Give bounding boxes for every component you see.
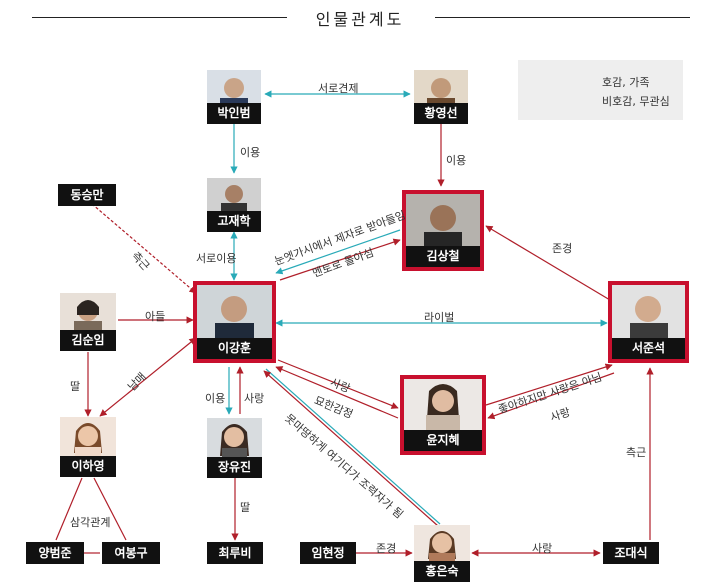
person-yang-beomjun[interactable]: 양범준 xyxy=(26,542,84,564)
title-rule-left xyxy=(32,17,287,18)
edge-hong-lee-cyan xyxy=(265,368,441,525)
edge-label-respect-seo-kim: 존경 xyxy=(552,242,573,255)
edge-label-aide-jo: 측근 xyxy=(626,446,647,459)
person-lee-ganghun[interactable]: 이강훈 xyxy=(193,281,276,363)
name-label: 장유진 xyxy=(207,457,262,478)
person-yeo-bonggu[interactable]: 여봉구 xyxy=(102,542,160,564)
name-label: 홍은숙 xyxy=(414,561,470,582)
edge-yun-lee-curious xyxy=(275,366,399,419)
edge-seo-kim xyxy=(485,225,611,301)
portrait-image xyxy=(406,194,480,246)
name-label: 황영선 xyxy=(414,103,468,124)
person-park-inbeom[interactable]: 박인범 xyxy=(207,70,261,124)
edge-hong-lee-red xyxy=(263,370,439,527)
person-kim-sangcheol[interactable]: 김상철 xyxy=(402,190,484,271)
name-label: 서준석 xyxy=(612,338,685,359)
name-label: 김상철 xyxy=(406,246,480,267)
edge-label-love-jang-lee: 사랑 xyxy=(244,392,265,405)
title-rule-right xyxy=(435,17,690,18)
name-label: 김순임 xyxy=(60,330,116,351)
legend-favor-label: 호감, 가족 xyxy=(602,76,650,89)
edge-lee-yun-love xyxy=(277,359,399,409)
portrait-image xyxy=(60,293,116,333)
edge-label-use-park-go: 이용 xyxy=(240,146,261,159)
portrait-image xyxy=(207,418,262,460)
person-hwang-yeongseon[interactable]: 황영선 xyxy=(414,70,468,124)
edge-yun-seo xyxy=(485,363,613,406)
person-jang-yujin[interactable]: 장유진 xyxy=(207,418,262,478)
edge-label-respect-im-hong: 존경 xyxy=(376,542,397,555)
edge-seo-yun xyxy=(487,372,615,420)
edge-label-love-hong-jo: 사랑 xyxy=(532,542,553,555)
title-bar: 인물관계도 xyxy=(0,6,720,30)
edge-lee-kim-mentor xyxy=(279,238,401,281)
person-seo-junseok[interactable]: 서준석 xyxy=(608,281,689,363)
edge-label-mutual-check: 서로견제 xyxy=(318,82,359,95)
edge-label-daughter-kim: 딸 xyxy=(70,380,81,393)
edge-label-rival: 라이벌 xyxy=(424,311,455,324)
edge-label-daughter-jang: 딸 xyxy=(240,501,251,514)
portrait-image xyxy=(414,525,470,565)
portrait-image xyxy=(404,379,482,430)
person-jo-daesik[interactable]: 조대식 xyxy=(603,542,659,564)
portrait-image xyxy=(207,178,261,214)
person-choe-rubi[interactable]: 최루비 xyxy=(207,542,263,564)
portrait-image xyxy=(197,285,272,338)
name-label: 박인범 xyxy=(207,103,261,124)
legend: 호감, 가족 비호감, 무관심 xyxy=(518,60,683,120)
person-hong-eunsuk[interactable]: 홍은숙 xyxy=(414,525,470,582)
person-lee-hayeong[interactable]: 이하영 xyxy=(60,417,116,477)
name-label: 이하영 xyxy=(60,456,116,477)
edge-dong-lee xyxy=(91,203,197,294)
person-im-hyeonjeong[interactable]: 임현정 xyxy=(300,542,356,564)
edge-label-use-lee-jang: 이용 xyxy=(205,392,226,405)
portrait-image xyxy=(612,285,685,338)
name-label: 고재학 xyxy=(207,211,261,232)
person-kim-sunim[interactable]: 김순임 xyxy=(60,293,116,351)
page-title: 인물관계도 xyxy=(315,10,405,29)
edge-label-son: 아들 xyxy=(145,310,166,323)
person-dong-seungman[interactable]: 동승만 xyxy=(58,184,116,206)
edge-hayeong-yang xyxy=(55,477,83,541)
edge-label-mutual-use: 서로이용 xyxy=(196,252,237,265)
portrait-image xyxy=(60,417,116,459)
edge-hayeong-yeo xyxy=(93,477,127,541)
edge-kim-lee-thorn xyxy=(275,229,401,275)
name-label: 윤지혜 xyxy=(404,430,482,451)
edge-label-triangle: 삼각관계 xyxy=(70,516,111,529)
edge-hayeong-lee xyxy=(99,337,197,417)
legend-hostile-label: 비호감, 무관심 xyxy=(602,95,670,108)
name-label: 이강훈 xyxy=(197,338,272,359)
edge-label-use-hwang-kim: 이용 xyxy=(446,154,467,167)
person-go-jaehak[interactable]: 고재학 xyxy=(207,178,261,232)
person-yun-jihye[interactable]: 윤지혜 xyxy=(400,375,486,455)
